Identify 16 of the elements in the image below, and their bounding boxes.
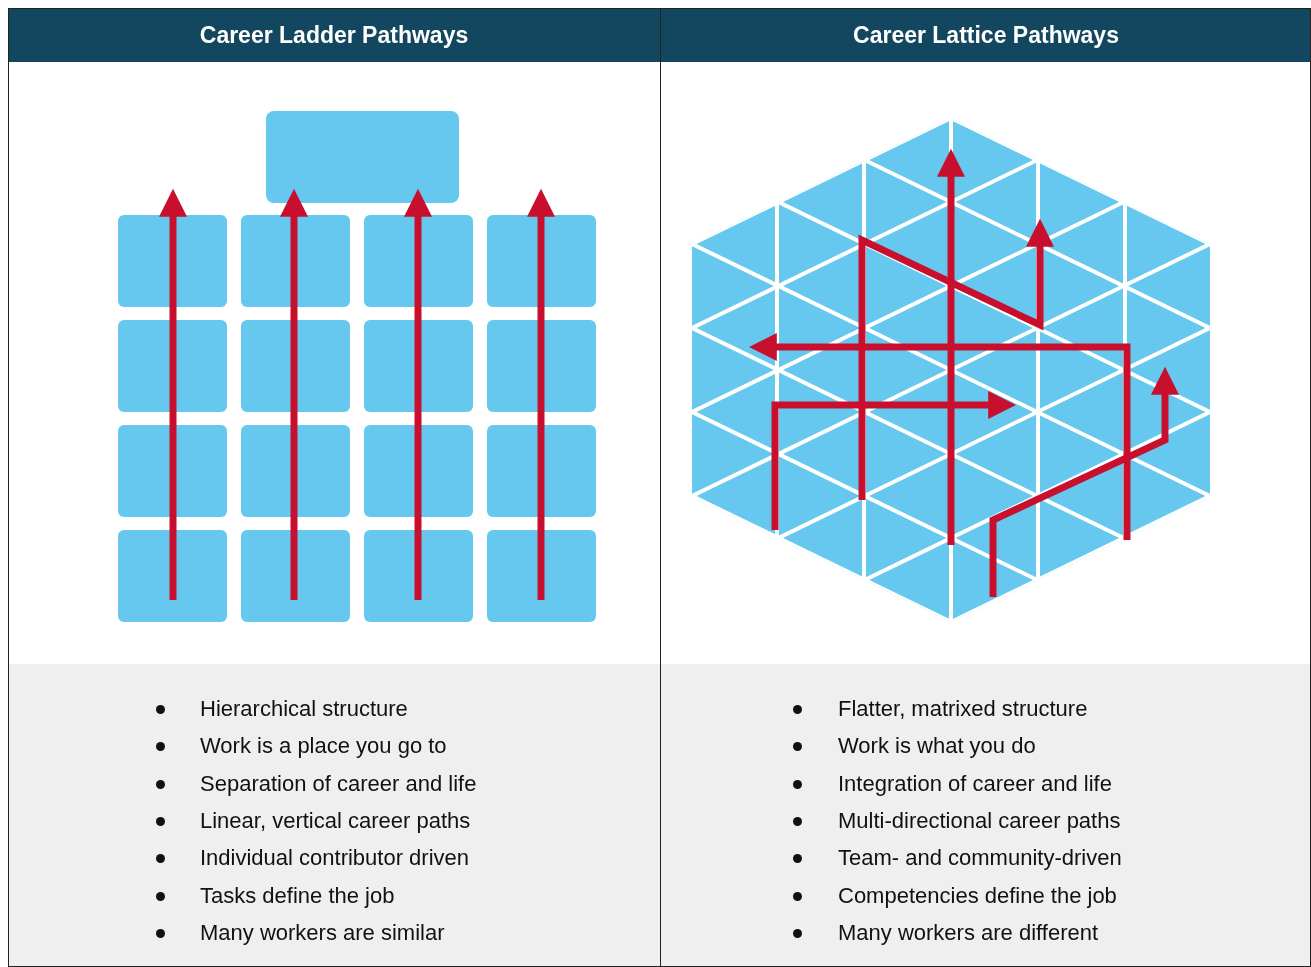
list-item-text: Flatter, matrixed structure: [838, 696, 1088, 722]
list-item-text: Hierarchical structure: [200, 696, 408, 722]
list-item-text: Linear, vertical career paths: [200, 807, 471, 834]
list-item-text: Tasks define the job: [200, 882, 395, 909]
list-item-text: Many workers are similar: [200, 919, 445, 946]
list-item-text: Team- and community-driven: [838, 845, 1122, 872]
list-item-text: Many workers are different: [838, 919, 1099, 946]
list-item-text: Individual contributor driven: [200, 845, 470, 872]
column-header: Career Ladder Pathways: [8, 8, 660, 62]
list-item-text: Work is a place you go to: [200, 733, 447, 760]
list-item-text: Competencies define the job: [838, 882, 1117, 909]
column-header: Career Lattice Pathways: [661, 8, 1311, 62]
list-item-text: Integration of career and life: [838, 770, 1112, 797]
list-item-text: Separation of career and life: [200, 770, 477, 797]
list-item-text: Multi-directional career paths: [838, 807, 1121, 834]
list-item-text: Work is what you do: [838, 733, 1036, 760]
